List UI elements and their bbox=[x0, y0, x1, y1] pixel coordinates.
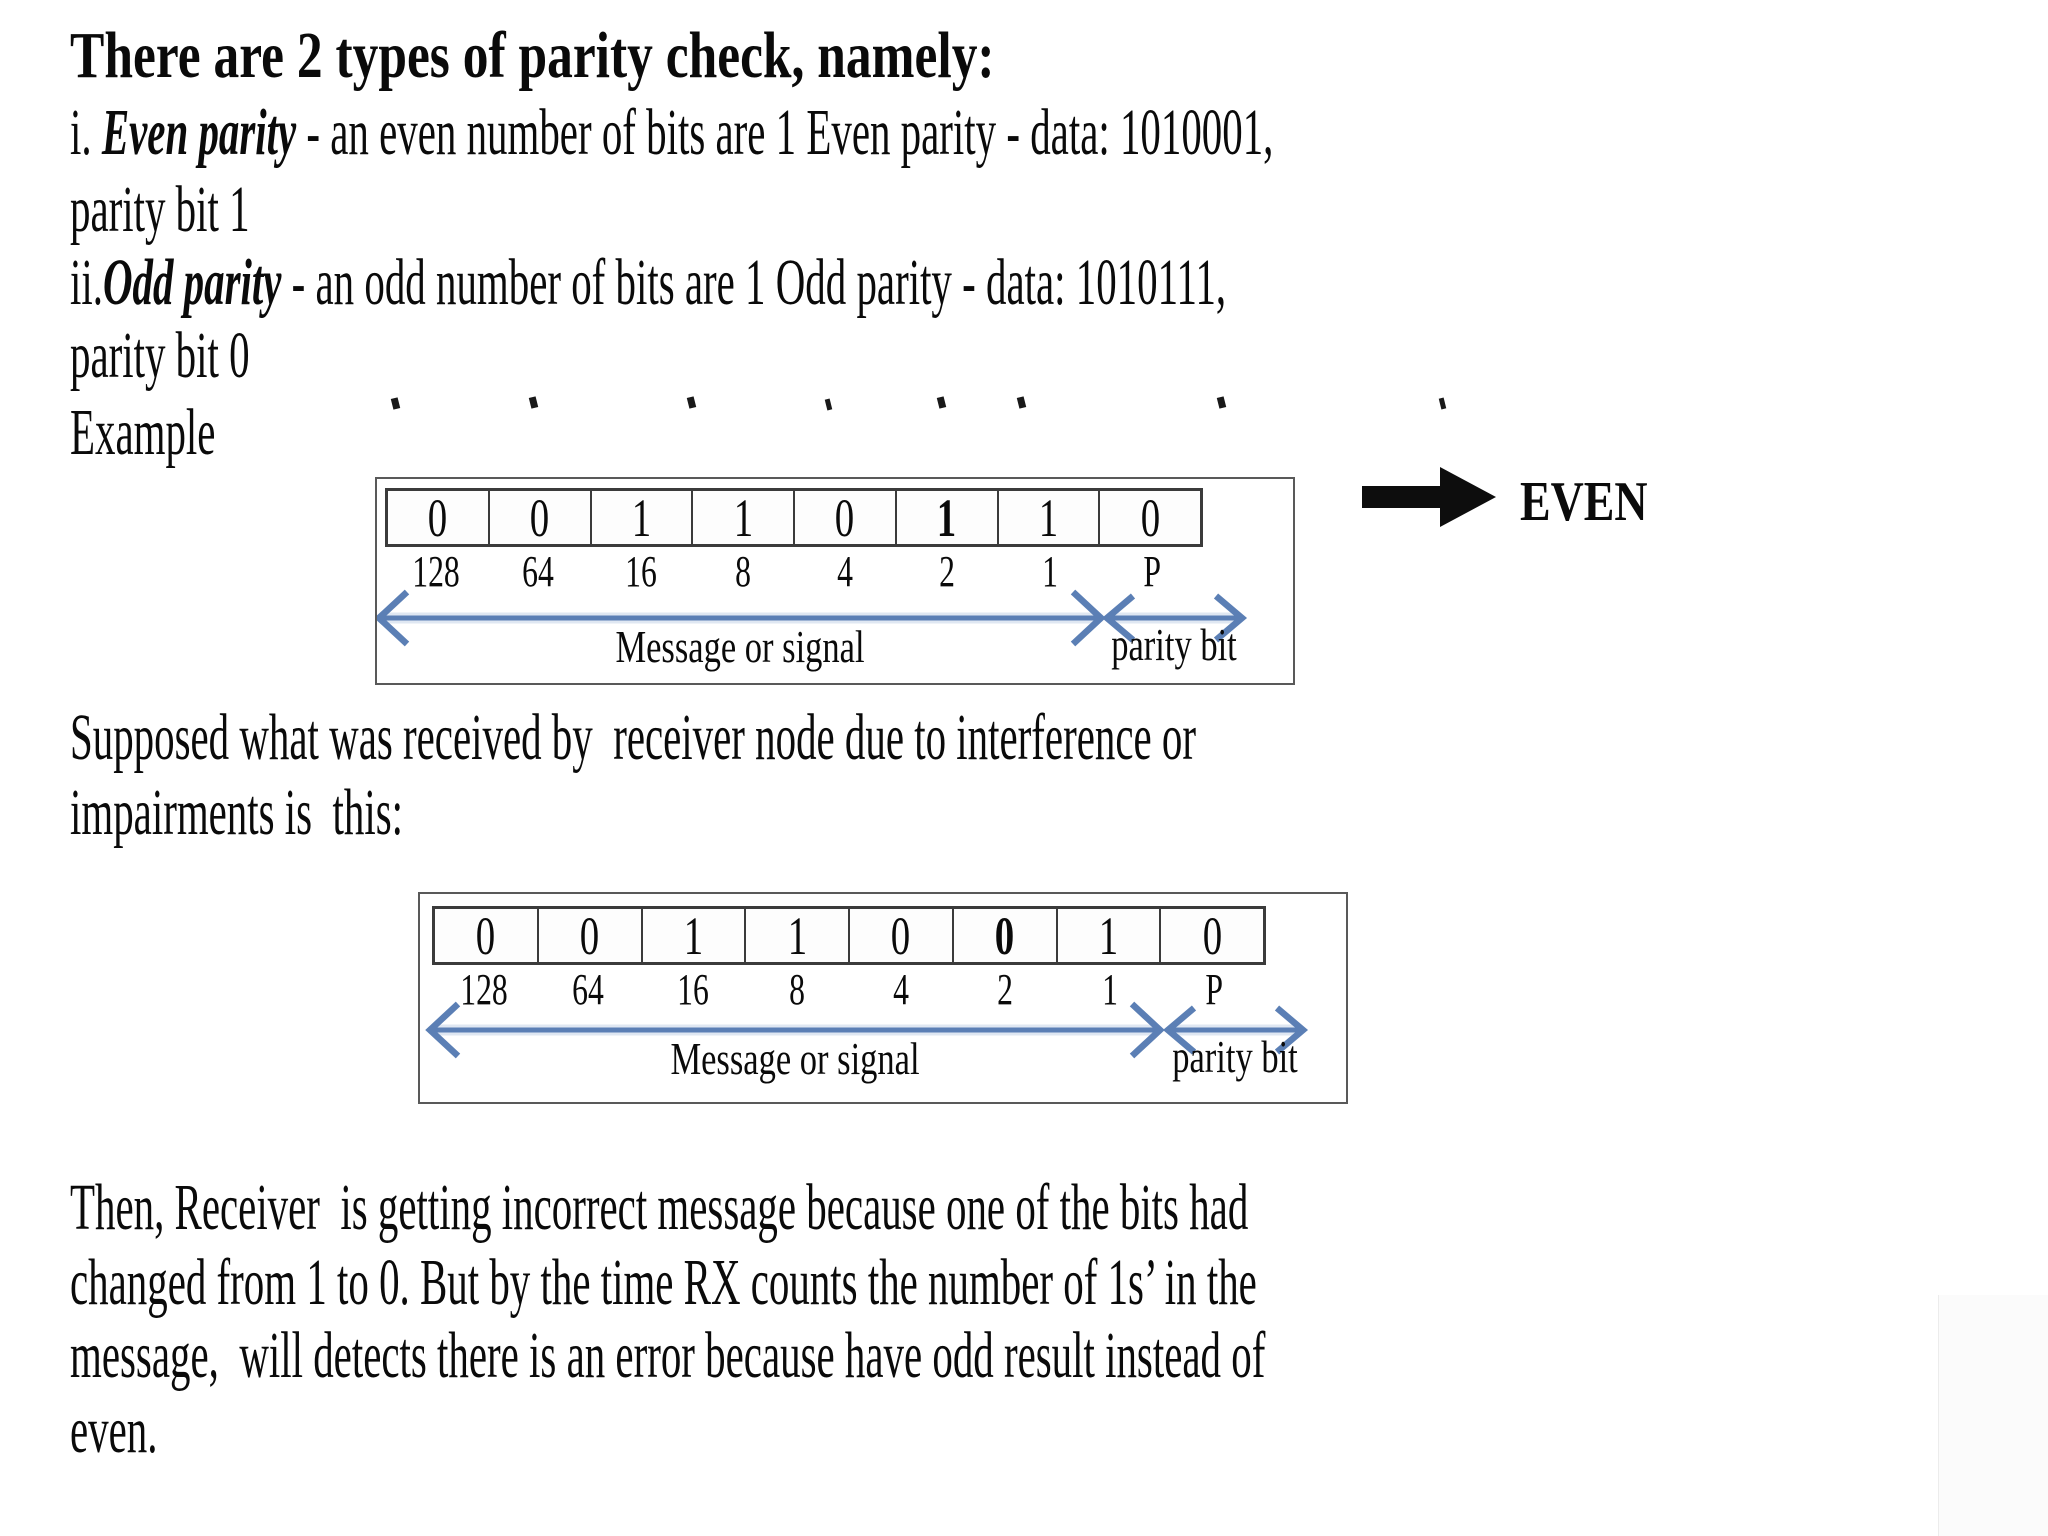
bit-cell: 0 bbox=[476, 905, 496, 966]
bit-cell: 0 bbox=[793, 491, 895, 545]
conclusion-line2: changed from 1 to 0. But by the time RX … bbox=[70, 1246, 1257, 1319]
message-span-label: Message or signal bbox=[670, 1033, 920, 1084]
conclusion-line4: even. bbox=[70, 1394, 158, 1467]
example-label: Example bbox=[70, 396, 216, 469]
weight-label: 1 bbox=[1101, 965, 1118, 1014]
message-span-double-arrow-icon bbox=[425, 1001, 1165, 1059]
parity-bit-label: parity bit bbox=[1111, 619, 1237, 670]
item2-prefix: ii. bbox=[70, 246, 103, 319]
bit-cell: 1 bbox=[894, 491, 997, 545]
item1-prefix: i. bbox=[70, 96, 102, 169]
item1-rest: - an even number of bits are 1 Even pari… bbox=[296, 96, 1274, 169]
parity-result-label: EVEN bbox=[1520, 471, 1648, 533]
bit-cell: 1 bbox=[589, 491, 692, 545]
bit-cell: 0 bbox=[951, 909, 1056, 963]
right-block-arrow-icon bbox=[1362, 467, 1496, 527]
bit-cell: 1 bbox=[996, 491, 1099, 545]
weight-label: 2 bbox=[997, 965, 1014, 1014]
weight-label: 64 bbox=[572, 965, 605, 1014]
item2-term: Odd parity bbox=[102, 246, 282, 319]
conclusion-line1: Then, Receiver is getting incorrect mess… bbox=[70, 1171, 1249, 1244]
message-span-double-arrow-icon bbox=[377, 589, 1106, 647]
bit-cell: 1 bbox=[691, 491, 793, 545]
page-edge bbox=[1938, 1295, 2048, 1536]
weight-label: 64 bbox=[522, 547, 555, 596]
bit-cell: 0 bbox=[1159, 909, 1263, 963]
bit-cell: 0 bbox=[848, 909, 952, 963]
even-parity-cont: parity bit 1 bbox=[70, 173, 250, 246]
bit-cell: 1 bbox=[640, 909, 745, 963]
weight-label: 16 bbox=[676, 965, 709, 1014]
weight-label: 128 bbox=[412, 547, 460, 596]
weight-label: 1 bbox=[1041, 547, 1058, 596]
received-intro-line1: Supposed what was received by receiver n… bbox=[70, 701, 1196, 774]
parity-bit-label: parity bit bbox=[1172, 1031, 1298, 1082]
bit-cell: 0 bbox=[1098, 491, 1200, 545]
weight-label: 2 bbox=[939, 547, 956, 596]
even-parity-line: i. Even parity - an even number of bits … bbox=[70, 96, 1274, 170]
span-arrows bbox=[425, 1001, 1309, 1059]
weight-label: 4 bbox=[837, 547, 854, 596]
weight-label: 8 bbox=[734, 547, 751, 596]
weight-label: 4 bbox=[893, 965, 910, 1014]
weights-row: 128 64 16 8 4 2 1 P bbox=[385, 550, 1203, 594]
item2-rest: - an odd number of bits are 1 Odd parity… bbox=[281, 246, 1227, 319]
span-arrows bbox=[377, 589, 1248, 647]
odd-parity-cont: parity bit 0 bbox=[70, 319, 250, 392]
weight-label: 8 bbox=[788, 965, 805, 1014]
weight-label: 128 bbox=[460, 965, 508, 1014]
parity-span-double-arrow-icon bbox=[1101, 593, 1248, 643]
bit-cell: 0 bbox=[536, 909, 641, 963]
parity-span-double-arrow-icon bbox=[1162, 1005, 1309, 1055]
odd-parity-line: ii.Odd parity - an odd number of bits ar… bbox=[70, 246, 1227, 320]
bit-cell: 1 bbox=[1055, 909, 1160, 963]
weight-label: 16 bbox=[624, 547, 657, 596]
weight-label: P bbox=[1205, 965, 1223, 1014]
conclusion-line3: message, will detects there is an error … bbox=[70, 1319, 1266, 1392]
bit-cell: 0 bbox=[428, 487, 448, 548]
heading: There are 2 types of parity check, namel… bbox=[70, 19, 995, 92]
weight-label: P bbox=[1143, 547, 1161, 596]
bit-cell: 1 bbox=[744, 909, 848, 963]
bit-cell: 0 bbox=[487, 491, 590, 545]
item1-term: Even parity bbox=[101, 96, 297, 169]
message-span-label: Message or signal bbox=[615, 621, 865, 672]
weights-row: 128 64 16 8 4 2 1 P bbox=[432, 968, 1266, 1012]
received-intro-line2: impairments is this: bbox=[70, 776, 404, 849]
